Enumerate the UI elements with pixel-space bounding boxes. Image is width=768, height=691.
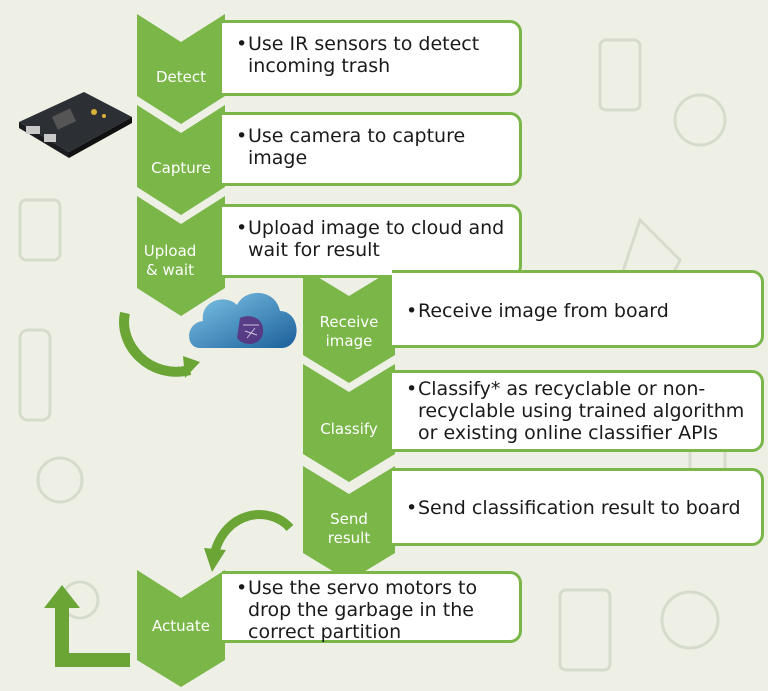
- step-chevron-receive: [303, 268, 395, 387]
- step-text-upload: Upload image to cloud and wait for resul…: [236, 217, 513, 261]
- step-label-classify: Classify: [320, 420, 378, 438]
- step-box-detect: Use IR sensors to detect incoming trash: [222, 20, 522, 96]
- step-box-receive: Receive image from board: [392, 270, 764, 348]
- step-box-capture: Use camera to capture image: [222, 112, 522, 186]
- step-chevron-actuate: [137, 570, 225, 691]
- curved-arrow-to-cloud-icon: [119, 311, 200, 378]
- step-label-send: Send result: [327, 510, 371, 547]
- step-label-receive: Receive image: [319, 313, 379, 350]
- step-label-actuate: Actuate: [152, 617, 210, 635]
- step-text-actuate: Use the servo motors to drop the garbage…: [236, 577, 513, 643]
- step-text-send: Send classification result to board: [406, 497, 755, 519]
- step-chevron-upload: [137, 196, 225, 320]
- step-chevron-send: [303, 466, 395, 585]
- step-text-capture: Use camera to capture image: [236, 125, 513, 169]
- step-label-upload: Upload & wait: [143, 242, 197, 279]
- board-photo-icon: [14, 82, 134, 162]
- curved-arrow-to-actuate-icon: [204, 510, 294, 572]
- step-chevron-classify: [303, 364, 395, 486]
- step-label-detect: Detect: [155, 68, 207, 86]
- step-box-upload: Upload image to cloud and wait for resul…: [222, 204, 522, 278]
- step-chevron-detect: [137, 14, 225, 128]
- step-label-capture: Capture: [151, 159, 211, 177]
- cloud-icon: [185, 283, 300, 363]
- loop-arrow-icon: [44, 585, 130, 667]
- step-text-receive: Receive image from board: [406, 300, 755, 322]
- step-box-send: Send classification result to board: [392, 468, 764, 546]
- step-box-actuate: Use the servo motors to drop the garbage…: [222, 571, 522, 643]
- step-box-classify: Classify* as recyclable or non-recyclabl…: [392, 370, 764, 452]
- step-text-detect: Use IR sensors to detect incoming trash: [236, 33, 513, 77]
- step-text-classify: Classify* as recyclable or non-recyclabl…: [406, 378, 755, 444]
- step-chevron-capture: [137, 105, 225, 219]
